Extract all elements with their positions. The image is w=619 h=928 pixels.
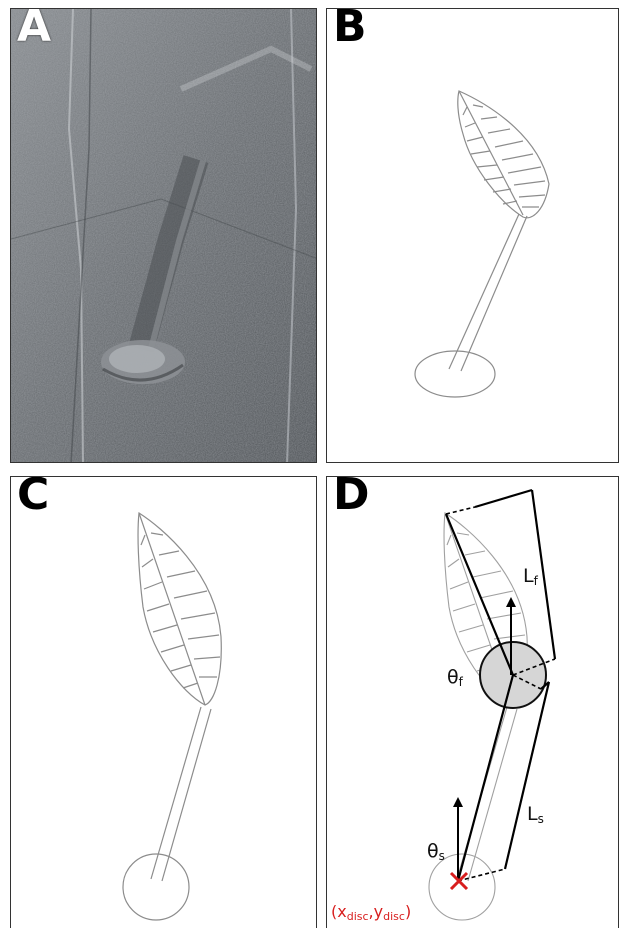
panel-a: A [10, 8, 317, 463]
frond-length-label: Lf [523, 565, 538, 588]
frond-angle-label: θf [447, 666, 463, 689]
fossil-photo [11, 9, 317, 463]
measurement-diagram [327, 477, 619, 928]
panel-label-d: D [333, 476, 370, 519]
panel-label-a: A [17, 8, 51, 51]
panel-b: B [326, 8, 619, 463]
panel-c: C [10, 476, 317, 928]
panel-label-b: B [333, 8, 367, 51]
panel-label-c: C [17, 476, 49, 519]
disc-coordinates-label: (xdisc,ydisc) [331, 902, 411, 923]
stem-angle-label: θs [427, 840, 445, 863]
stem-length-label: Ls [527, 803, 544, 826]
panel-d: D Lf θf Ls θs (xdisc,ydisc) [326, 476, 619, 928]
frond-outline-b [327, 9, 619, 463]
frond-outline-c [11, 477, 317, 928]
